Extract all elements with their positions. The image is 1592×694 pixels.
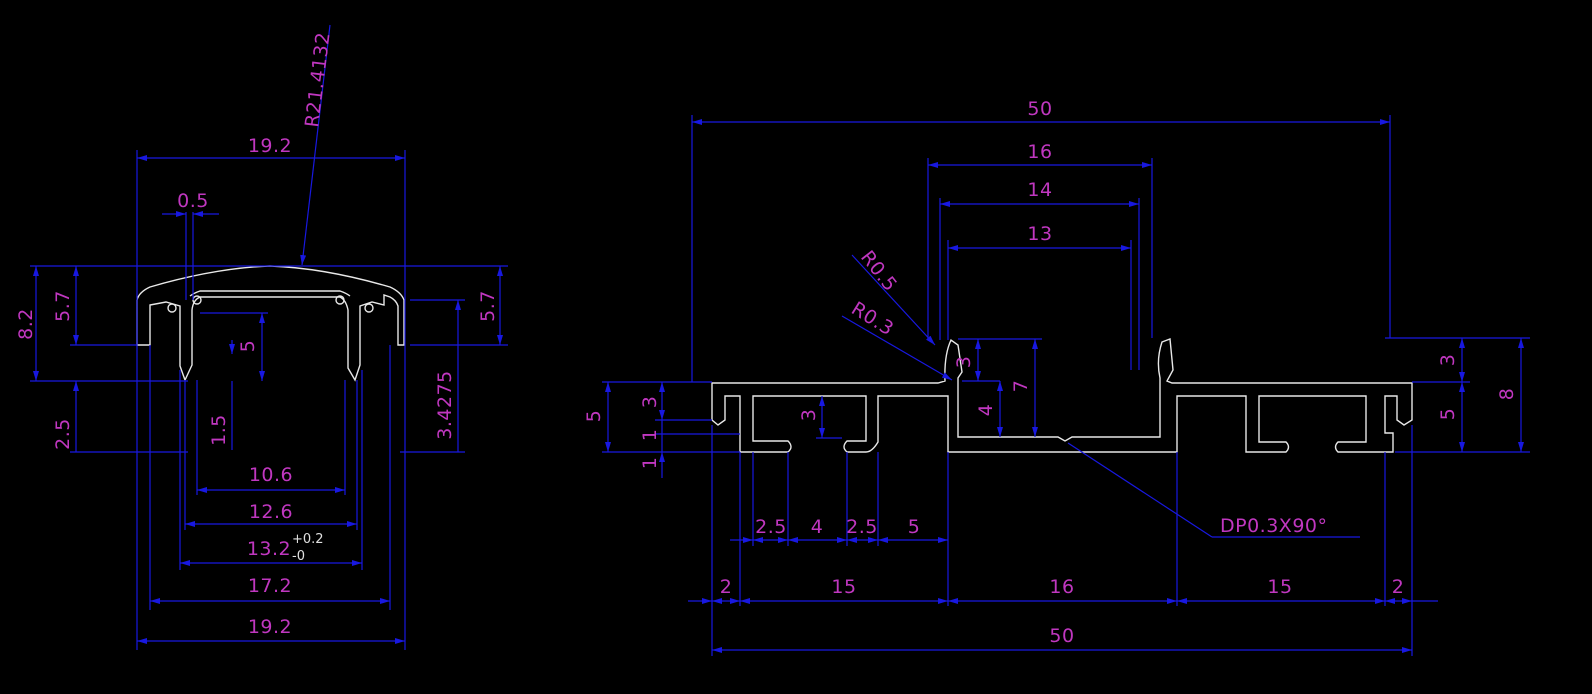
tolerance-plus-label: +0.2 xyxy=(292,532,324,547)
right-height-8-label: 8 xyxy=(1496,388,1518,401)
right-dimension-lines xyxy=(602,115,1530,656)
left-height-1b-label: 1 xyxy=(639,457,661,470)
left-height-1a-label: 1 xyxy=(639,429,661,442)
span-16-label: 16 xyxy=(1049,576,1074,598)
left-view: R21.4132 19.2 0.5 8.2 5.7 2.5 5 1.5 5.7 … xyxy=(15,24,508,650)
right-offset-label: 3.4275 xyxy=(434,370,456,439)
height-4-label: 4 xyxy=(975,404,997,417)
overall-top-label: 50 xyxy=(1027,98,1052,120)
lower-left-label: 2.5 xyxy=(52,418,74,450)
span-15-left-label: 15 xyxy=(831,576,856,598)
radius-0-5-label: R0.5 xyxy=(856,247,901,296)
left-dimension-lines xyxy=(30,24,508,650)
width-10-6-label: 10.6 xyxy=(249,464,293,486)
height-right-label: 5.7 xyxy=(477,290,499,322)
width-17-2-label: 17.2 xyxy=(248,575,292,597)
width-12-6-label: 12.6 xyxy=(249,501,293,523)
top-width-label: 19.2 xyxy=(248,135,292,157)
left-dimension-labels: R21.4132 19.2 0.5 8.2 5.7 2.5 5 1.5 5.7 … xyxy=(15,31,499,638)
bottom-2-5a-label: 2.5 xyxy=(755,516,787,538)
span-2-right-label: 2 xyxy=(1392,576,1405,598)
inner-depth-label: 5 xyxy=(237,340,259,353)
lip-gap-label: 0.5 xyxy=(177,190,209,212)
right-dimension-labels: 50 16 14 13 R0.5 R0.3 3 7 4 5 3 1 1 3 DP… xyxy=(583,98,1518,647)
height-total-label: 8.2 xyxy=(15,308,37,340)
right-height-5-label: 5 xyxy=(1437,408,1459,421)
bottom-4-label: 4 xyxy=(811,516,824,538)
left-height-3-label: 3 xyxy=(639,396,661,409)
width-13-2-label: 13.2 xyxy=(247,538,291,560)
lower-inner-label: 1.5 xyxy=(208,414,230,446)
tolerance-minus-label: -0 xyxy=(292,549,305,564)
groove-note-label: DP0.3X90° xyxy=(1220,515,1328,537)
width-13-label: 13 xyxy=(1027,223,1052,245)
left-height-5-label: 5 xyxy=(583,410,605,423)
base-profile xyxy=(711,338,1413,453)
bottom-5-label: 5 xyxy=(908,516,921,538)
span-2-left-label: 2 xyxy=(720,576,733,598)
slot-height-3-label: 3 xyxy=(798,409,820,422)
width-14-label: 14 xyxy=(1027,179,1052,201)
span-15-right-label: 15 xyxy=(1267,576,1292,598)
cover-profile xyxy=(136,265,405,382)
width-16-label: 16 xyxy=(1027,141,1052,163)
height-left-label: 5.7 xyxy=(52,290,74,322)
inner-height-3-label: 3 xyxy=(953,356,975,369)
right-view: 50 16 14 13 R0.5 R0.3 3 7 4 5 3 1 1 3 DP… xyxy=(583,98,1530,656)
width-19-2-bottom-label: 19.2 xyxy=(248,616,292,638)
height-7-label: 7 xyxy=(1010,380,1032,393)
radius-label: R21.4132 xyxy=(301,31,335,129)
overall-bottom-label: 50 xyxy=(1049,625,1074,647)
right-height-3-label: 3 xyxy=(1437,354,1459,367)
bottom-2-5b-label: 2.5 xyxy=(846,516,878,538)
